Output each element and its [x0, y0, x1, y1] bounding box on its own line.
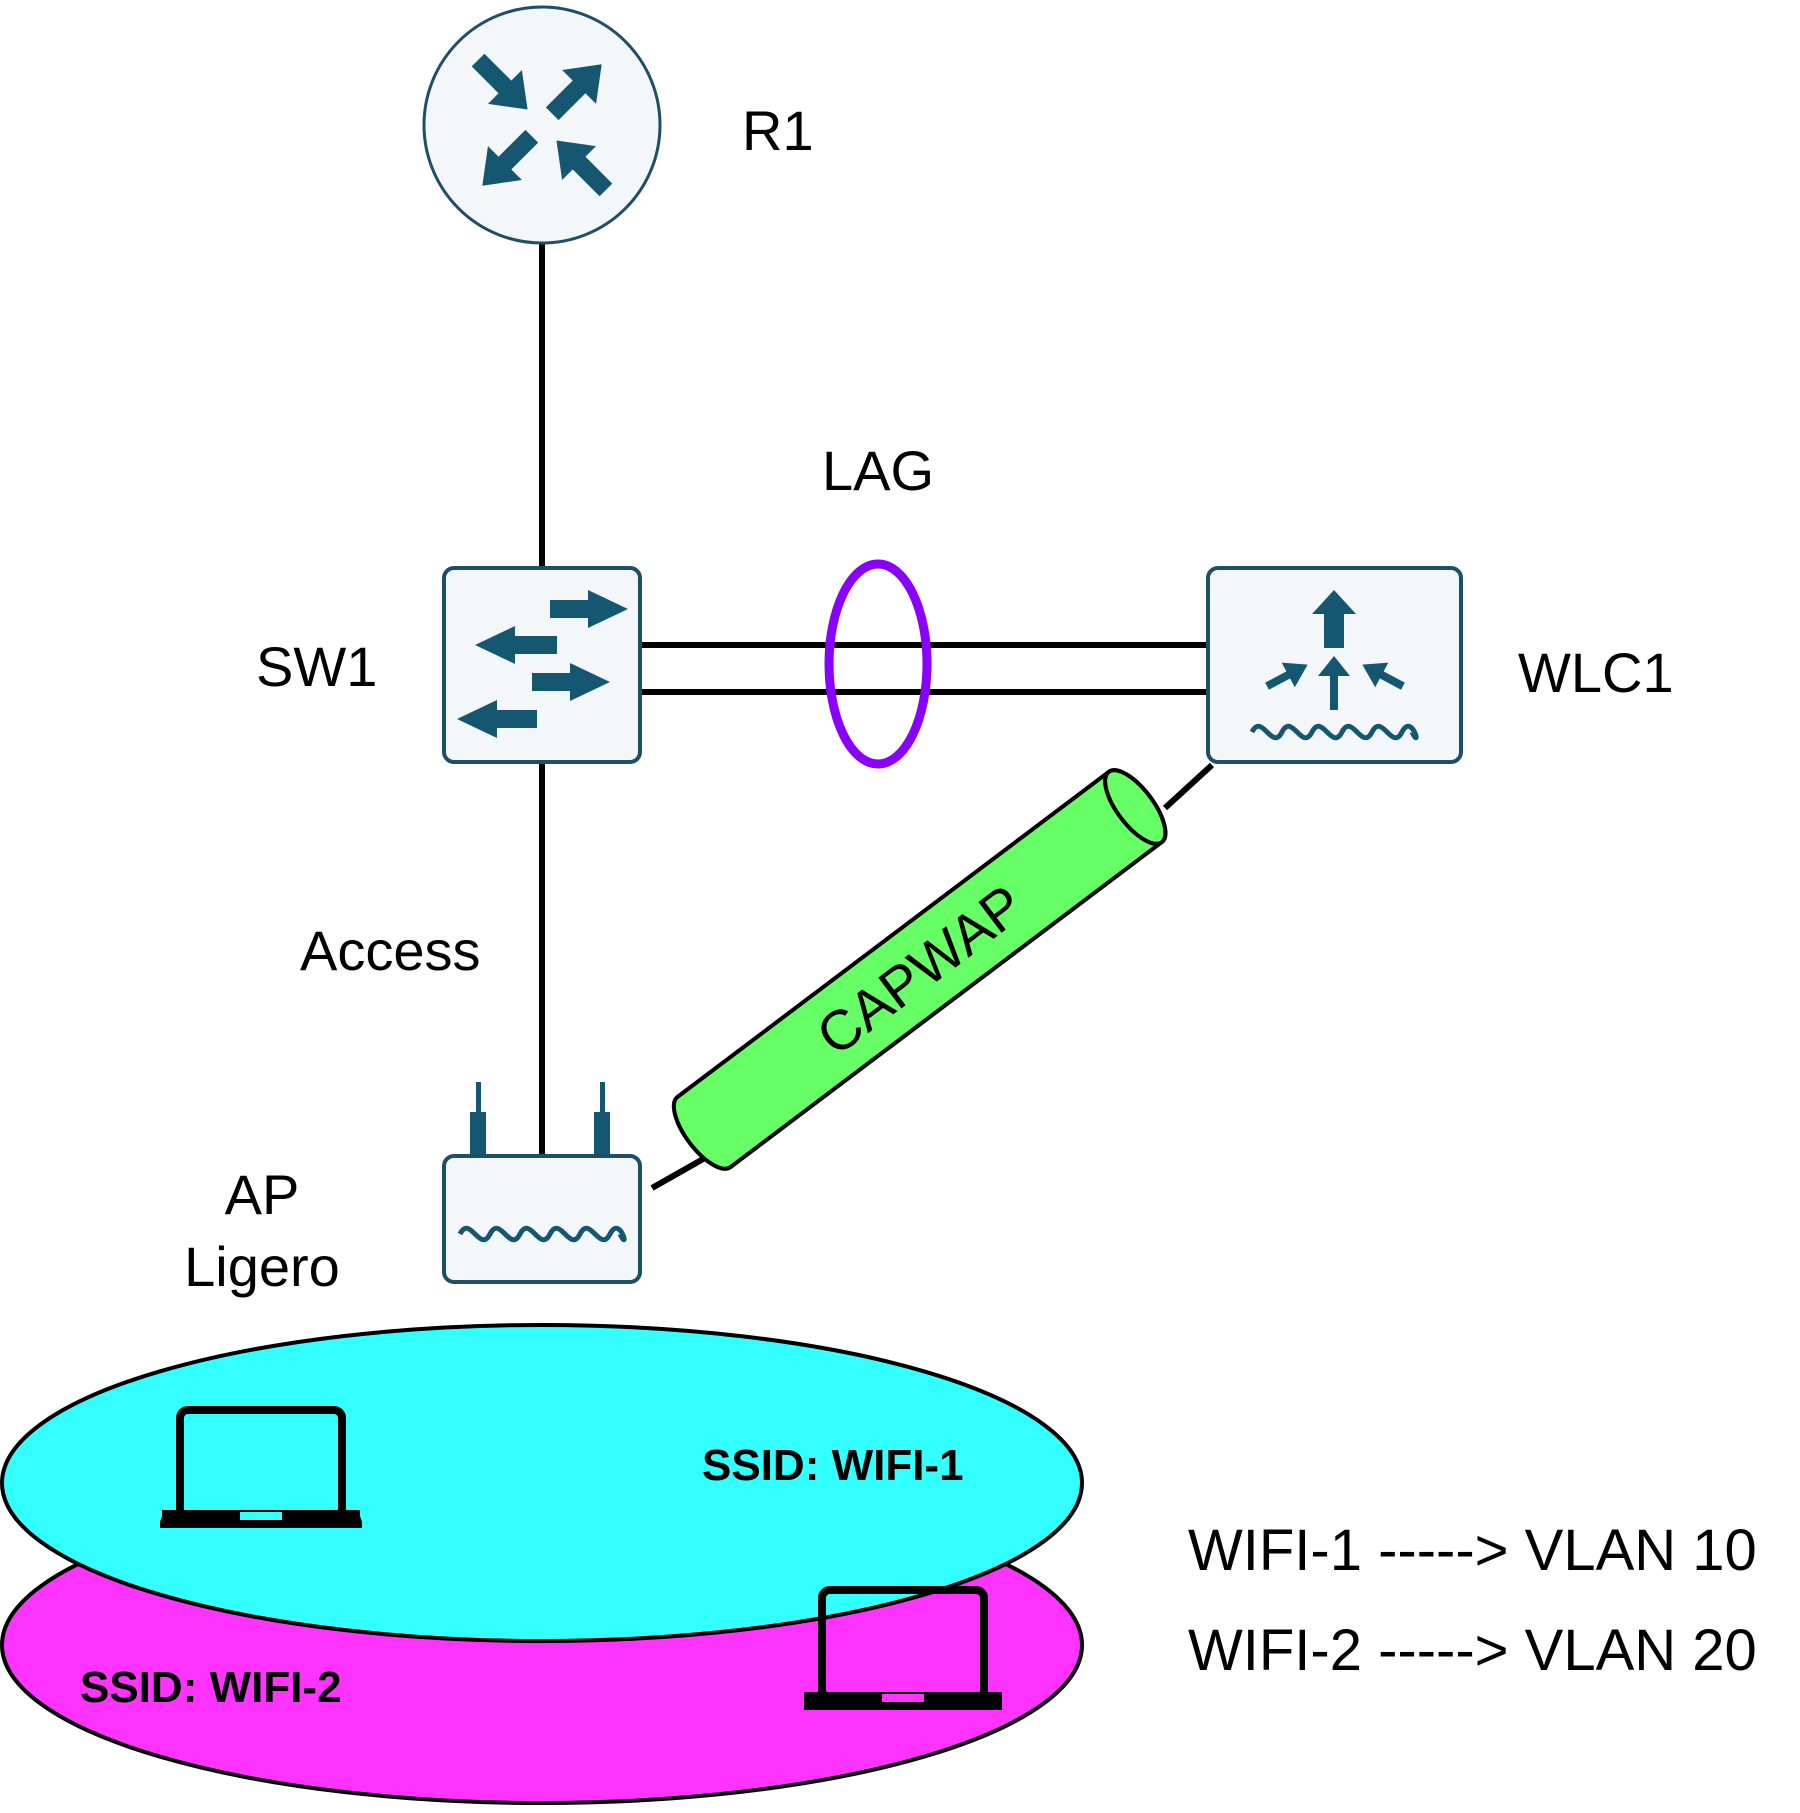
access-point: AP Ligero [184, 1082, 642, 1298]
ap-label-line1: AP [225, 1163, 300, 1226]
ssid2-label: SSID: WIFI-2 [80, 1663, 342, 1712]
switch-arrows-icon [457, 590, 628, 738]
router-arrows-icon [471, 53, 613, 197]
laptop-icon-wifi1 [160, 1406, 362, 1528]
tunnel-label: CAPWAP [805, 872, 1035, 1067]
access-label: Access [300, 919, 481, 982]
switch-sw1: SW1 [256, 566, 642, 764]
mapping-line1: WIFI-1 -----> VLAN 10 [1188, 1518, 1757, 1583]
router-body [422, 5, 662, 245]
switch-body [442, 566, 642, 764]
laptop-icon-wifi2 [804, 1586, 1002, 1710]
wlc-wlc1: WLC1 [1206, 566, 1674, 764]
capwap-tunnel-end [1103, 768, 1168, 846]
lag-ring [824, 559, 932, 769]
link-ap-tunnel [650, 1151, 714, 1191]
lag-label: LAG [822, 439, 934, 502]
switch-label: SW1 [256, 635, 377, 698]
wlc-wave-icon [1249, 723, 1419, 741]
ap-body [442, 1154, 642, 1284]
capwap-tunnel: CAPWAP [671, 768, 1168, 1171]
router-label: R1 [742, 99, 814, 162]
ap-wave-icon [457, 1225, 627, 1243]
wlc-controller-icon [1265, 590, 1405, 710]
ssid1-label: SSID: WIFI-1 [702, 1441, 964, 1490]
link-tunnel-wlc [1162, 762, 1215, 811]
router-r1: R1 [422, 5, 814, 245]
wlc-label: WLC1 [1518, 641, 1674, 704]
mapping-line2: WIFI-2 -----> VLAN 20 [1188, 1618, 1757, 1683]
ap-antenna-left-icon [470, 1082, 486, 1158]
ssid1-coverage-area [0, 1323, 1084, 1643]
ap-label-line2: Ligero [184, 1235, 340, 1298]
ap-antenna-right-icon [594, 1082, 610, 1158]
